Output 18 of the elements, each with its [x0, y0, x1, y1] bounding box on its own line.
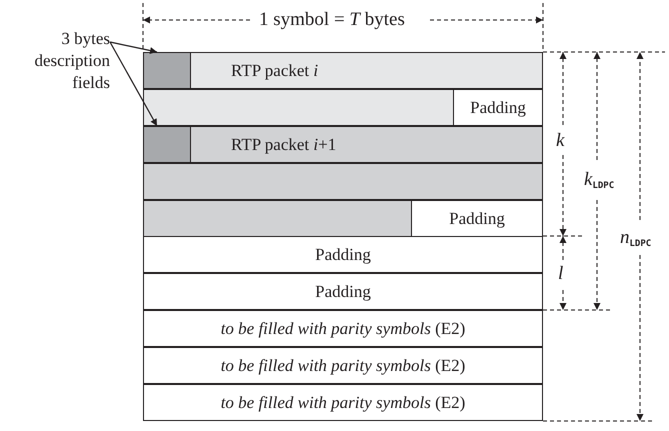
packet-field: to be filled with parity symbols (E2)	[143, 384, 543, 421]
packet-field: Padding	[411, 200, 543, 237]
packet-field: RTP packet i	[190, 52, 543, 89]
packet-field	[143, 89, 454, 126]
callout-text: 3 bytes description fields	[2, 28, 110, 94]
packet-field: to be filled with parity symbols (E2)	[143, 347, 543, 384]
description-field	[143, 126, 191, 163]
packet-field: Padding	[453, 89, 543, 126]
packet-field: Padding	[143, 236, 543, 273]
packet-field: Padding	[143, 273, 543, 310]
leader-line	[110, 41, 158, 54]
leader-line	[109, 42, 158, 126]
description-field	[143, 52, 191, 89]
packet-field: to be filled with parity symbols (E2)	[143, 310, 543, 347]
packet-field	[143, 200, 412, 237]
packet-field	[143, 163, 543, 200]
dimension-label: k$_{LDPC}$	[584, 170, 614, 191]
packet-field: RTP packet i+1	[190, 126, 543, 163]
